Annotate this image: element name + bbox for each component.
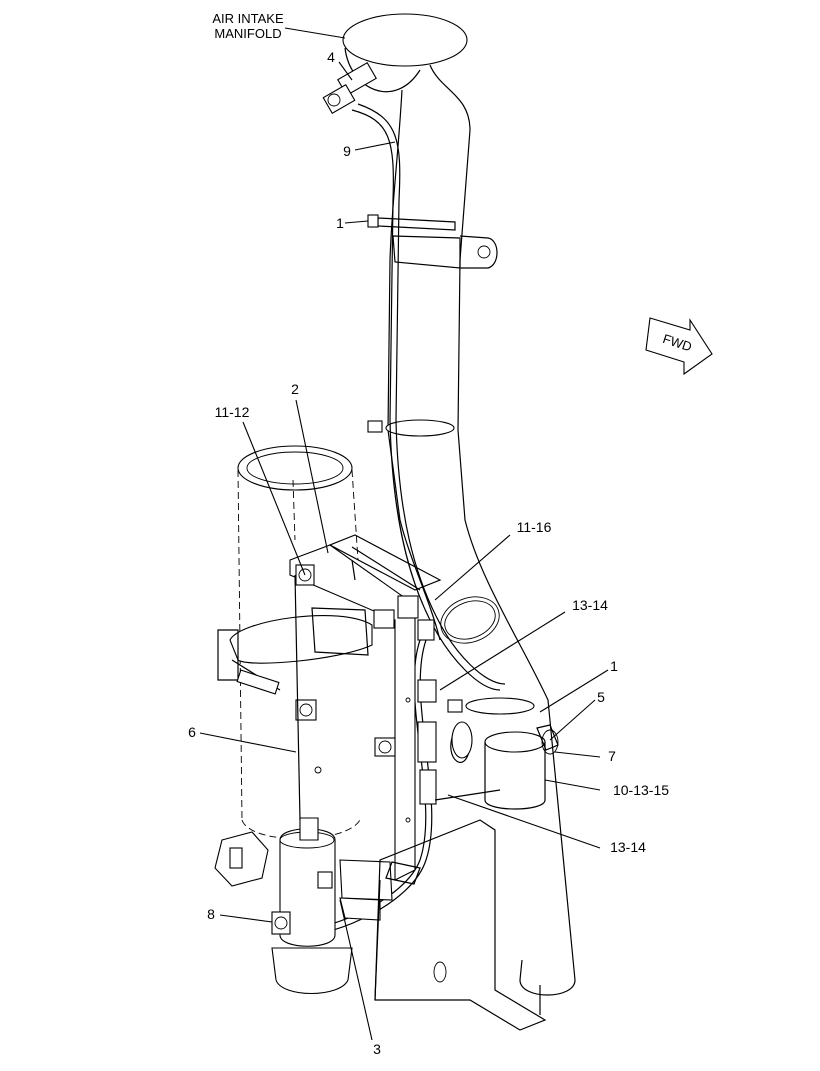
heading-line1: AIR INTAKE [212,11,284,26]
tube-clamp-middle [367,419,455,437]
intake-tube [387,64,576,1015]
callout-6: 6 [188,724,196,740]
canister-body [294,559,356,821]
tie-wraps [385,596,500,885]
callout-1-top: 1 [336,215,344,231]
callout-10-13-15: 10-13-15 [613,782,669,798]
callout-11-12: 11-12 [215,404,250,420]
callout-5: 5 [597,689,605,705]
lower-bracket [374,789,547,1031]
right-side-parts [447,697,559,810]
callout-7: 7 [608,748,616,764]
callout-11-16: 11-16 [517,519,552,535]
callout-labels: AIR INTAKE MANIFOLD 4 9 1 2 11-12 11-16 … [188,11,669,1057]
callout-2: 2 [291,381,299,397]
callout-13-14-lower: 13-14 [610,839,646,855]
pump-assembly [214,817,393,995]
leader-lines [199,27,609,1041]
manifold-fitting [322,61,377,115]
fwd-arrow: FWD [645,317,713,376]
air-intake-manifold [342,13,468,93]
band-clamp [217,607,373,695]
callout-9: 9 [343,143,351,159]
callout-1-right: 1 [610,658,618,674]
callout-4: 4 [327,49,335,65]
tube-clamp-upper [367,214,498,269]
callout-3: 3 [373,1041,381,1057]
mounting-bolts [295,564,411,823]
callout-8: 8 [207,906,215,922]
heading-line2: MANIFOLD [214,26,281,41]
callout-13-14-upper: 13-14 [572,597,608,613]
